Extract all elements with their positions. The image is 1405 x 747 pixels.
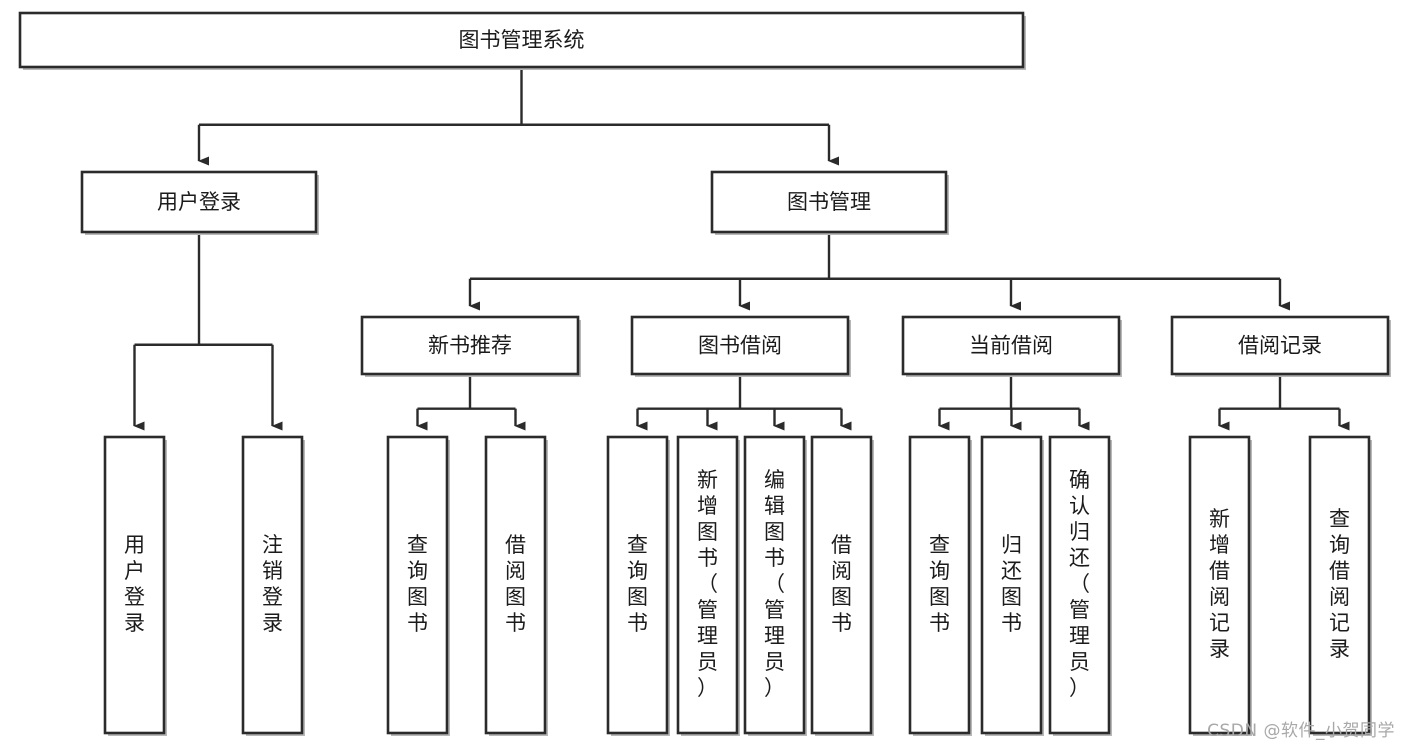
node-box[interactable] — [1308, 435, 1371, 735]
connector-lines — [133, 67, 1350, 431]
node-box[interactable] — [18, 11, 1025, 69]
node-label: 查询图书 — [407, 533, 428, 635]
node-box[interactable] — [743, 435, 806, 735]
node-boxes: 图书管理系统用户登录图书管理新书推荐图书借阅当前借阅借阅记录用户登录注销登录查询… — [18, 11, 1391, 736]
node-label: 当前借阅 — [969, 334, 1053, 358]
node-label: 图书借阅 — [698, 334, 782, 358]
node-box[interactable] — [606, 435, 669, 735]
node-label: 确认归还（管理员） — [1069, 468, 1090, 700]
node-box[interactable] — [360, 315, 580, 376]
node-box[interactable] — [241, 435, 304, 735]
node-l3-3[interactable]: 借阅图书 — [484, 435, 548, 736]
node-label: 查询图书 — [627, 533, 648, 635]
node-l3-1[interactable]: 注销登录 — [241, 435, 305, 736]
node-box[interactable] — [710, 170, 948, 234]
node-label: 借阅图书 — [505, 533, 526, 635]
node-box[interactable] — [1048, 435, 1111, 735]
node-label: 新增图书（管理员） — [697, 468, 718, 700]
node-label: 用户登录 — [124, 533, 145, 635]
node-l1-0[interactable]: 用户登录 — [80, 170, 319, 235]
node-label: 用户登录 — [157, 190, 241, 214]
node-box[interactable] — [630, 315, 850, 376]
node-label: 图书管理 — [787, 190, 871, 214]
node-label: 查询图书 — [929, 533, 950, 635]
node-root[interactable]: 图书管理系统 — [18, 11, 1026, 70]
node-box[interactable] — [484, 435, 547, 735]
node-l3-7[interactable]: 借阅图书 — [810, 435, 874, 736]
node-l3-0[interactable]: 用户登录 — [103, 435, 167, 736]
node-label: 查询借阅记录 — [1329, 507, 1350, 661]
node-l2-3[interactable]: 借阅记录 — [1170, 315, 1391, 377]
node-label: 借阅记录 — [1238, 334, 1322, 358]
node-box[interactable] — [103, 435, 166, 735]
node-label: 归还图书 — [1001, 533, 1022, 635]
node-label: 新书推荐 — [428, 334, 512, 358]
node-l3-6[interactable]: 编辑图书（管理员） — [743, 435, 807, 736]
node-box[interactable] — [1170, 315, 1390, 376]
node-l3-5[interactable]: 新增图书（管理员） — [676, 435, 740, 736]
node-l2-0[interactable]: 新书推荐 — [360, 315, 581, 377]
node-box[interactable] — [1188, 435, 1251, 735]
node-l2-2[interactable]: 当前借阅 — [901, 315, 1122, 377]
node-box[interactable] — [386, 435, 449, 735]
node-label: 图书管理系统 — [459, 28, 585, 52]
node-box[interactable] — [80, 170, 318, 234]
node-box[interactable] — [810, 435, 873, 735]
node-l2-1[interactable]: 图书借阅 — [630, 315, 851, 377]
node-label: 注销登录 — [262, 533, 283, 635]
node-box[interactable] — [901, 315, 1121, 376]
node-l3-10[interactable]: 确认归还（管理员） — [1048, 435, 1112, 736]
node-box[interactable] — [676, 435, 739, 735]
node-label: 新增借阅记录 — [1209, 507, 1230, 661]
node-l3-2[interactable]: 查询图书 — [386, 435, 450, 736]
node-l3-4[interactable]: 查询图书 — [606, 435, 670, 736]
node-l3-12[interactable]: 查询借阅记录 — [1308, 435, 1372, 736]
node-l1-1[interactable]: 图书管理 — [710, 170, 949, 235]
node-label: 借阅图书 — [831, 533, 852, 635]
node-l3-9[interactable]: 归还图书 — [980, 435, 1044, 736]
node-box[interactable] — [980, 435, 1043, 735]
node-l3-11[interactable]: 新增借阅记录 — [1188, 435, 1252, 736]
node-box[interactable] — [908, 435, 971, 735]
node-label: 编辑图书（管理员） — [764, 468, 785, 700]
node-l3-8[interactable]: 查询图书 — [908, 435, 972, 736]
